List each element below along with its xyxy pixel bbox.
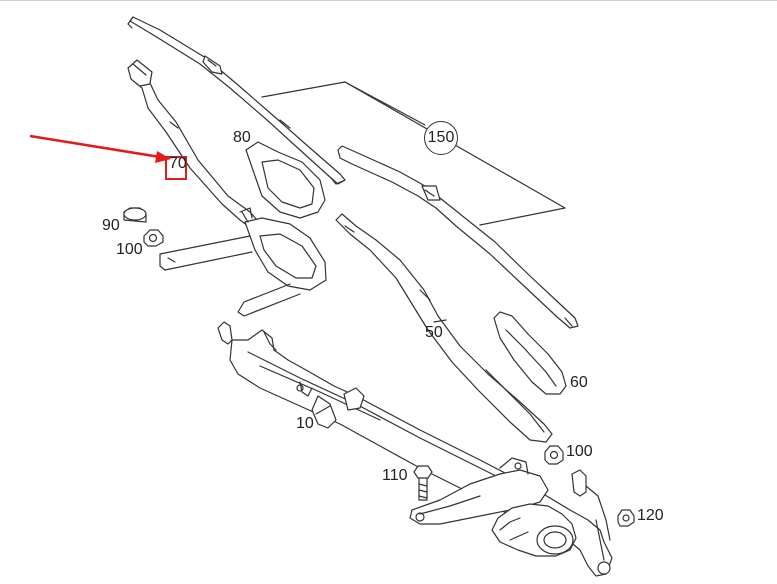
pivot-cover [159,211,327,317]
top-border [0,0,777,1]
callout-label-110[interactable]: 110 [382,467,408,484]
nut-100-upper [143,229,164,247]
nut-100-lower [544,445,564,465]
bolt-110 [413,465,433,501]
callout-label-50[interactable]: 50 [425,324,443,341]
callout-label-60[interactable]: 60 [570,374,588,391]
leader-50 [433,319,447,323]
lower-wiper-blade [337,145,579,329]
arm-cover-60 [493,311,567,395]
wiper-linkage-10 [217,321,613,577]
callout-label-100-upper[interactable]: 100 [116,241,143,258]
callout-label-150[interactable]: 150 [424,121,458,155]
callout-label-80[interactable]: 80 [233,129,251,146]
callout-label-100-lower[interactable]: 100 [566,443,593,460]
pointer-arrow [29,134,171,163]
callout-label-70[interactable]: 70 [169,155,187,172]
nut-120 [617,509,635,527]
arm-cover-80 [245,141,326,219]
callout-label-10[interactable]: 10 [296,415,314,432]
upper-wiper-blade [127,16,346,185]
callout-label-120[interactable]: 120 [637,507,664,524]
wiper-arm-50 [335,213,553,443]
callout-label-90[interactable]: 90 [102,217,120,234]
leader-10 [315,405,331,415]
cap-90 [123,207,147,223]
highlight-box-part-70 [165,156,187,180]
